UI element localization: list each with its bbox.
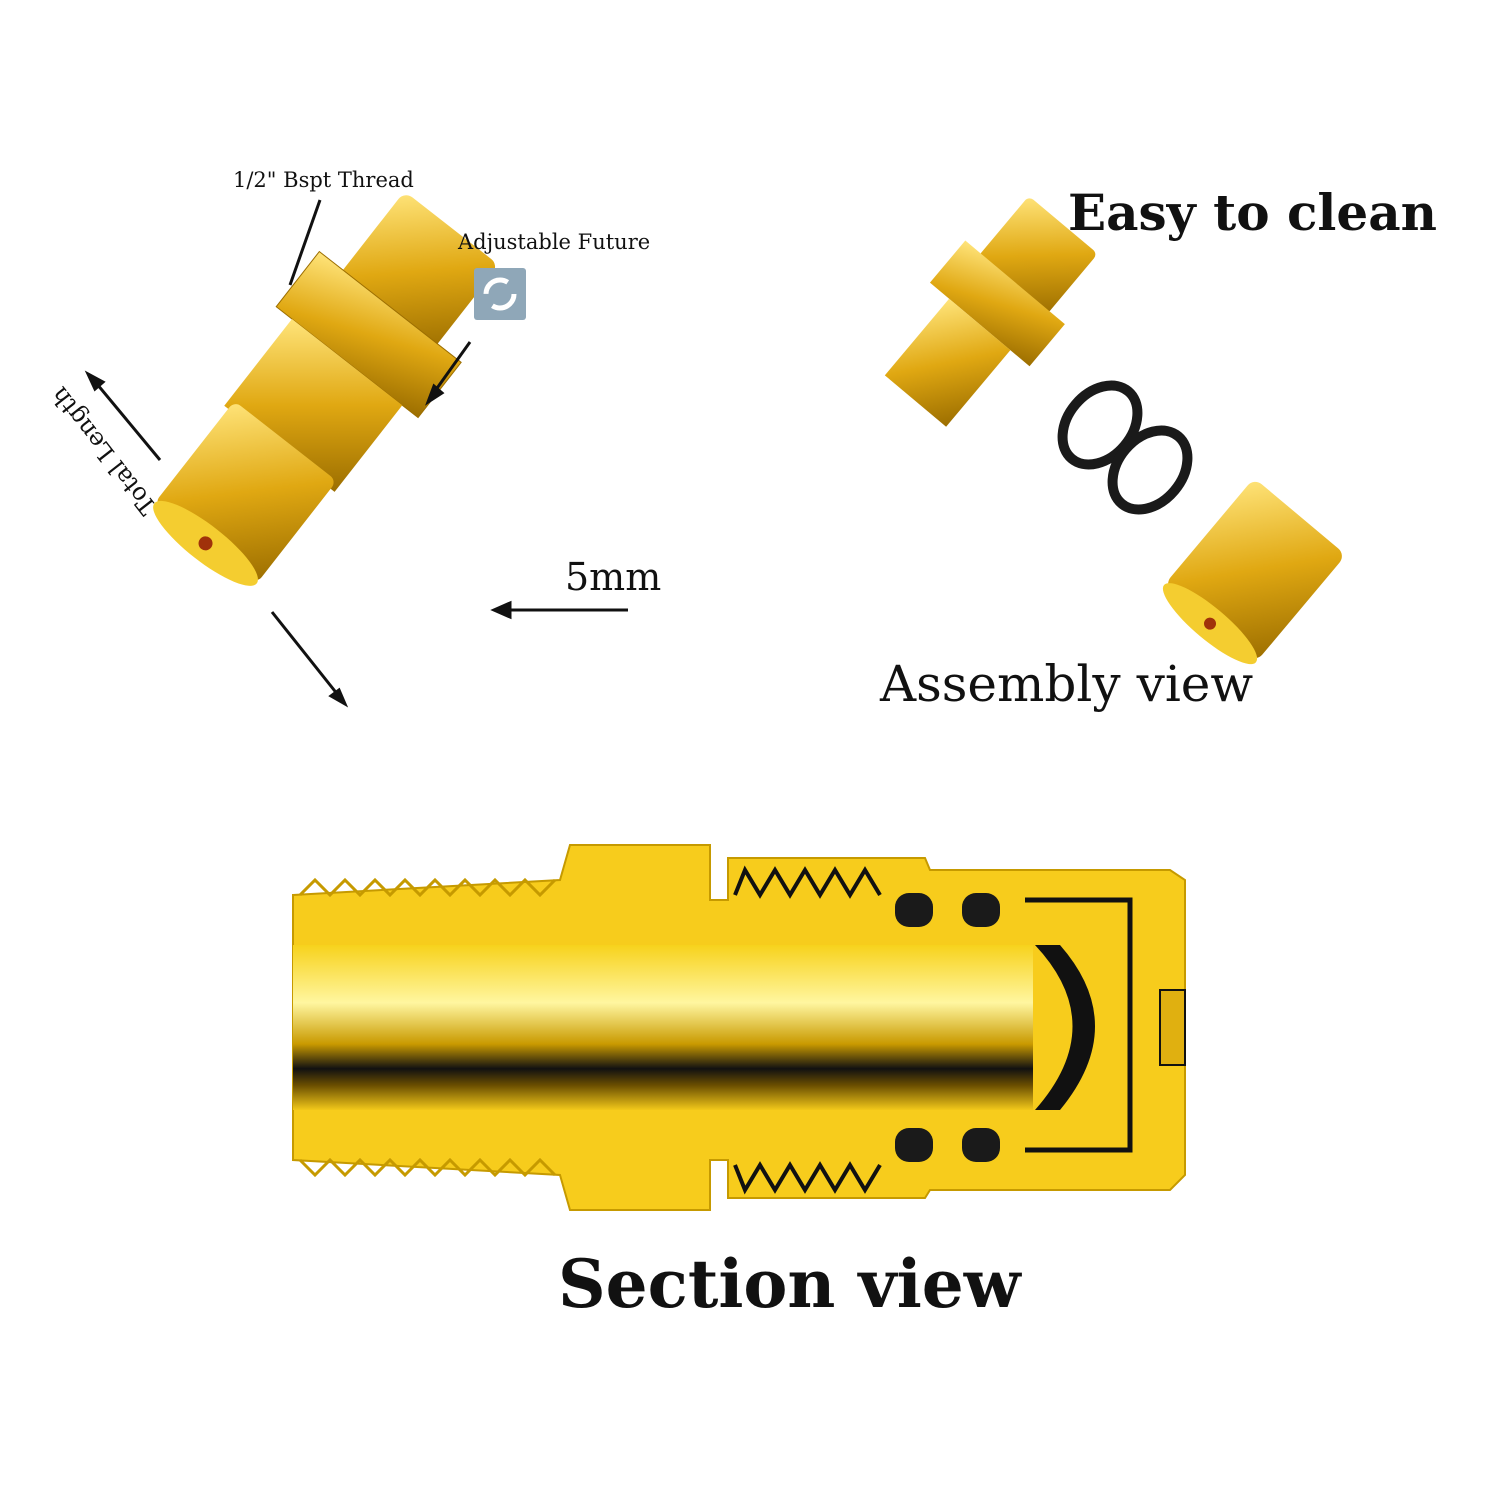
assembly-view-title: Assembly view <box>880 655 1254 713</box>
annotation-arrows <box>84 199 628 708</box>
hole-size-label: 5mm <box>565 555 662 599</box>
refresh-icon <box>474 268 526 320</box>
section-view-drawing <box>292 844 1186 1211</box>
easy-clean-title: Easy to clean <box>1068 183 1437 242</box>
section-view-title: Section view <box>558 1245 1021 1323</box>
adjustable-label: Adjustable Future <box>458 230 651 254</box>
product-main-view <box>153 195 496 586</box>
assembly-parts <box>884 198 1342 665</box>
thread-label: 1/2" Bspt Thread <box>233 168 414 192</box>
